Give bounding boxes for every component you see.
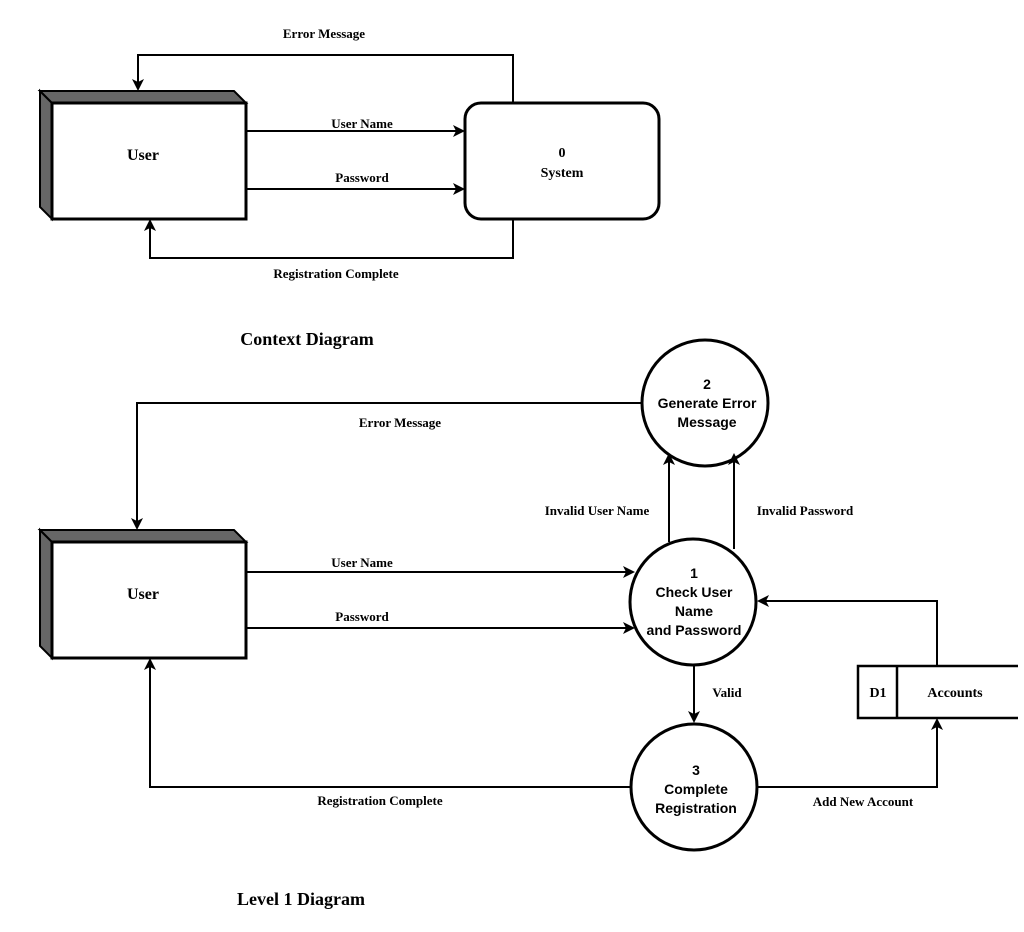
level1-flow-invalid-password-label: Invalid Password bbox=[757, 503, 854, 518]
level1-user-label: User bbox=[127, 586, 159, 603]
process-1-line3: and Password bbox=[647, 622, 742, 638]
context-process-number: 0 bbox=[559, 146, 566, 161]
level1-flow-error-label: Error Message bbox=[359, 415, 441, 430]
level1-flow-accounts-read-arrow bbox=[757, 595, 938, 666]
process-1-line2: Name bbox=[675, 603, 713, 619]
process-3-number: 3 bbox=[692, 762, 700, 778]
process-1-check-user: 1 Check User Name and Password bbox=[628, 537, 758, 667]
context-diagram-caption: Context Diagram bbox=[240, 329, 373, 349]
level1-flow-invalid-user-label: Invalid User Name bbox=[545, 503, 650, 518]
context-user-label: User bbox=[127, 147, 159, 164]
process-2-number: 2 bbox=[703, 376, 711, 392]
context-flow-password-label: Password bbox=[335, 170, 389, 185]
level1-flow-error-arrow bbox=[131, 402, 642, 530]
level1-flow-add-account-arrow bbox=[757, 718, 943, 788]
level1-diagram: User 2 Generate Error Message 1 Check Us… bbox=[37, 338, 1018, 909]
level1-flow-valid-label: Valid bbox=[712, 685, 742, 700]
data-store-name: Accounts bbox=[927, 686, 983, 701]
context-process-label: System bbox=[541, 166, 584, 181]
level1-flow-username-label: User Name bbox=[331, 555, 393, 570]
level1-flow-registration-arrow bbox=[144, 658, 631, 788]
context-flow-registration-label: Registration Complete bbox=[273, 266, 399, 281]
context-diagram: User 0 System Error Message User Name Pa… bbox=[37, 26, 661, 349]
level1-user-entity: User bbox=[37, 527, 249, 661]
process-1-line1: Check User bbox=[655, 584, 733, 600]
context-flow-error-arrow bbox=[132, 54, 514, 103]
context-flow-username-label: User Name bbox=[331, 116, 393, 131]
context-system-process: 0 System bbox=[463, 101, 661, 221]
level1-diagram-caption: Level 1 Diagram bbox=[237, 889, 365, 909]
process-3-line1: Complete bbox=[664, 781, 728, 797]
data-store-id: D1 bbox=[869, 686, 886, 701]
process-3-complete-registration: 3 Complete Registration bbox=[629, 722, 759, 852]
level1-flow-password-label: Password bbox=[335, 609, 389, 624]
process-2-generate-error: 2 Generate Error Message bbox=[640, 338, 770, 468]
process-1-number: 1 bbox=[690, 565, 698, 581]
level1-flow-add-account-label: Add New Account bbox=[813, 794, 914, 809]
context-flow-registration-arrow bbox=[144, 219, 514, 259]
data-store-accounts: D1 Accounts bbox=[856, 664, 1018, 720]
process-3-line2: Registration bbox=[655, 800, 737, 816]
process-2-line1: Generate Error bbox=[658, 395, 757, 411]
context-user-entity: User bbox=[37, 88, 249, 222]
process-2-line2: Message bbox=[677, 414, 736, 430]
context-flow-error-label: Error Message bbox=[283, 26, 365, 41]
level1-flow-registration-label: Registration Complete bbox=[317, 793, 443, 808]
